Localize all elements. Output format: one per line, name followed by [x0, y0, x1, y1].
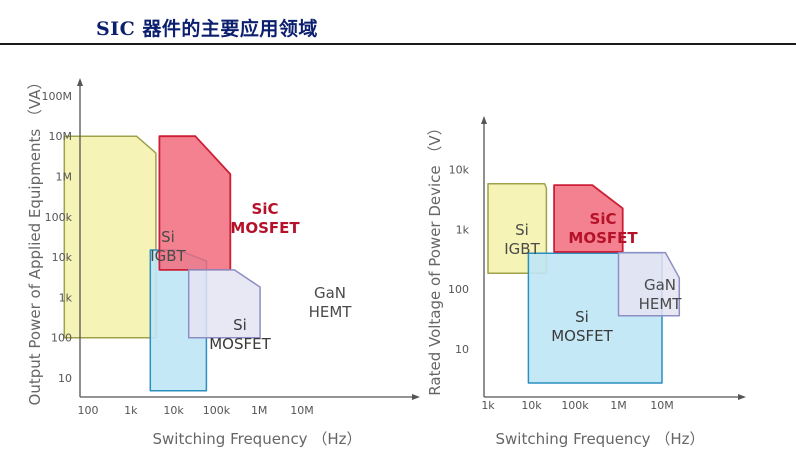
region-label-line: GaN [644, 276, 676, 294]
region-label-line: HEMT [309, 303, 353, 321]
region-label-line: Si [233, 316, 247, 334]
region-gan-hemt [617, 251, 681, 317]
region-label-line: SiC [252, 200, 279, 218]
y-tick-label: 1M [56, 171, 73, 184]
region-label-line: IGBT [504, 240, 540, 258]
x-axis-title: Switching Frequency （Hz） [496, 430, 705, 448]
x-tick-label: 10k [521, 399, 542, 412]
x-tick-label: 1k [124, 404, 138, 417]
x-tick-label: 10k [163, 404, 184, 417]
y-axis-arrow [481, 116, 487, 124]
region-gan-hemt [187, 269, 261, 339]
x-tick-label: 1M [610, 399, 627, 412]
region-label-line: Si [161, 228, 175, 246]
x-tick-label: 100k [561, 399, 589, 412]
region-label-line: SiC [590, 210, 617, 228]
region-label-line: MOSFET [551, 327, 613, 345]
region-label-line: MOSFET [568, 229, 638, 247]
region-si-igbt [487, 182, 548, 274]
x-axis-arrow [412, 394, 420, 400]
x-tick-label: 100 [78, 404, 99, 417]
x-axis-title: Switching Frequency （Hz） [153, 430, 362, 448]
x-tick-label: 10M [650, 399, 674, 412]
region-label-line: HEMT [639, 295, 683, 313]
x-tick-label: 1M [251, 404, 268, 417]
region-sic-mosfet [553, 184, 624, 253]
y-tick-label: 10k [52, 251, 73, 264]
y-axis-title: Output Power of Applied Equipments （VA） [26, 75, 44, 406]
x-tick-label: 10M [290, 404, 314, 417]
y-tick-label: 10 [455, 343, 469, 356]
region-label-line: Si [575, 308, 589, 326]
header-divider [0, 43, 796, 45]
y-tick-label: 10 [58, 372, 72, 385]
y-tick-label: 10M [49, 130, 73, 143]
x-tick-label: 100k [203, 404, 231, 417]
y-tick-label: 1k [59, 291, 73, 304]
y-tick-label: 1k [456, 223, 470, 236]
page-header: SIC 器件的主要应用领域 [0, 0, 796, 46]
region-si-igbt [63, 135, 157, 339]
region-sic-mosfet [158, 135, 232, 271]
y-tick-label: 100 [51, 332, 72, 345]
page-title: SIC 器件的主要应用领域 [96, 18, 318, 40]
region-label-line: GaN [314, 284, 346, 302]
y-tick-label: 100k [45, 211, 73, 224]
y-axis-arrow [77, 78, 83, 86]
region-label-line: IGBT [150, 247, 186, 265]
region-label-line: MOSFET [209, 335, 271, 353]
region-label-line: Si [515, 221, 529, 239]
y-tick-label: 100M [42, 90, 73, 103]
y-axis-title: Rated Voltage of Power Device （V） [426, 120, 444, 395]
y-tick-label: 100 [448, 283, 469, 296]
x-tick-label: 1k [481, 399, 495, 412]
y-tick-label: 10k [449, 164, 470, 177]
x-axis-arrow [738, 394, 746, 400]
region-label-line: MOSFET [230, 219, 300, 237]
